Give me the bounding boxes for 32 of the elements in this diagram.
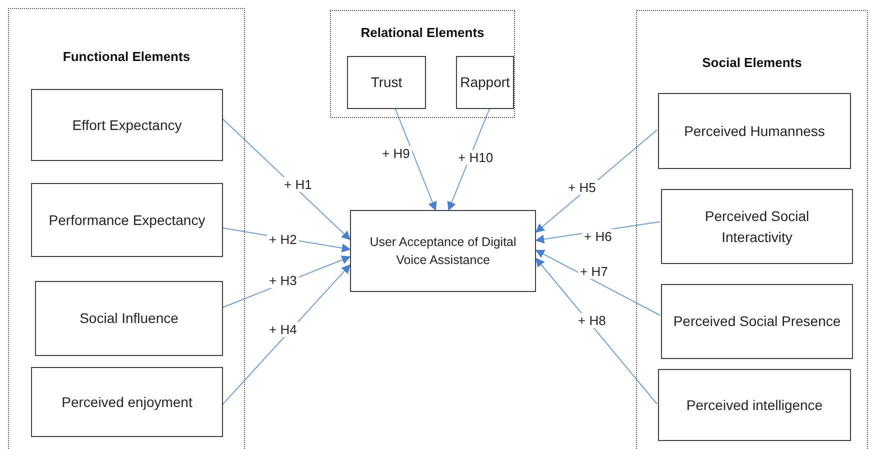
- group-frame: [330, 10, 515, 118]
- edge-label: + H1: [282, 177, 314, 192]
- arrow: [535, 250, 660, 316]
- group-frame: [636, 10, 868, 449]
- edge-label: + H2: [267, 232, 299, 247]
- arrow: [535, 258, 658, 404]
- construct-box: Performance Expectancy: [31, 183, 223, 257]
- construct-box: Social Influence: [35, 281, 223, 356]
- group-title: Relational Elements: [360, 25, 486, 40]
- arrow: [222, 118, 351, 240]
- group-title: Functional Elements: [62, 49, 192, 64]
- construct-box: Perceived enjoyment: [31, 367, 223, 437]
- edge-label: + H3: [267, 273, 299, 288]
- construct-box: Perceived Social Interactivity: [661, 189, 853, 264]
- construct-box: Trust: [347, 56, 426, 109]
- construct-box: Effort Expectancy: [31, 89, 223, 161]
- construct-box: Rapport: [456, 56, 514, 109]
- arrow: [394, 108, 437, 211]
- arrow: [222, 264, 351, 406]
- edge-label: + H4: [267, 322, 299, 337]
- construct-box: Perceived Humanness: [658, 93, 851, 169]
- edge-label: + H6: [582, 229, 614, 244]
- edge-label: + H10: [456, 150, 496, 165]
- edge-label: + H5: [566, 180, 598, 195]
- edge-label: + H8: [576, 313, 608, 328]
- construct-box: Perceived intelligence: [658, 369, 851, 441]
- group-title: Social Elements: [701, 55, 803, 70]
- group-frame: [8, 8, 245, 449]
- outcome-box: User Acceptance of Digital Voice Assistance: [350, 210, 536, 292]
- edge-label: + H7: [578, 264, 610, 279]
- construct-box: Perceived Social Presence: [661, 284, 853, 359]
- edge-label: + H9: [380, 146, 412, 161]
